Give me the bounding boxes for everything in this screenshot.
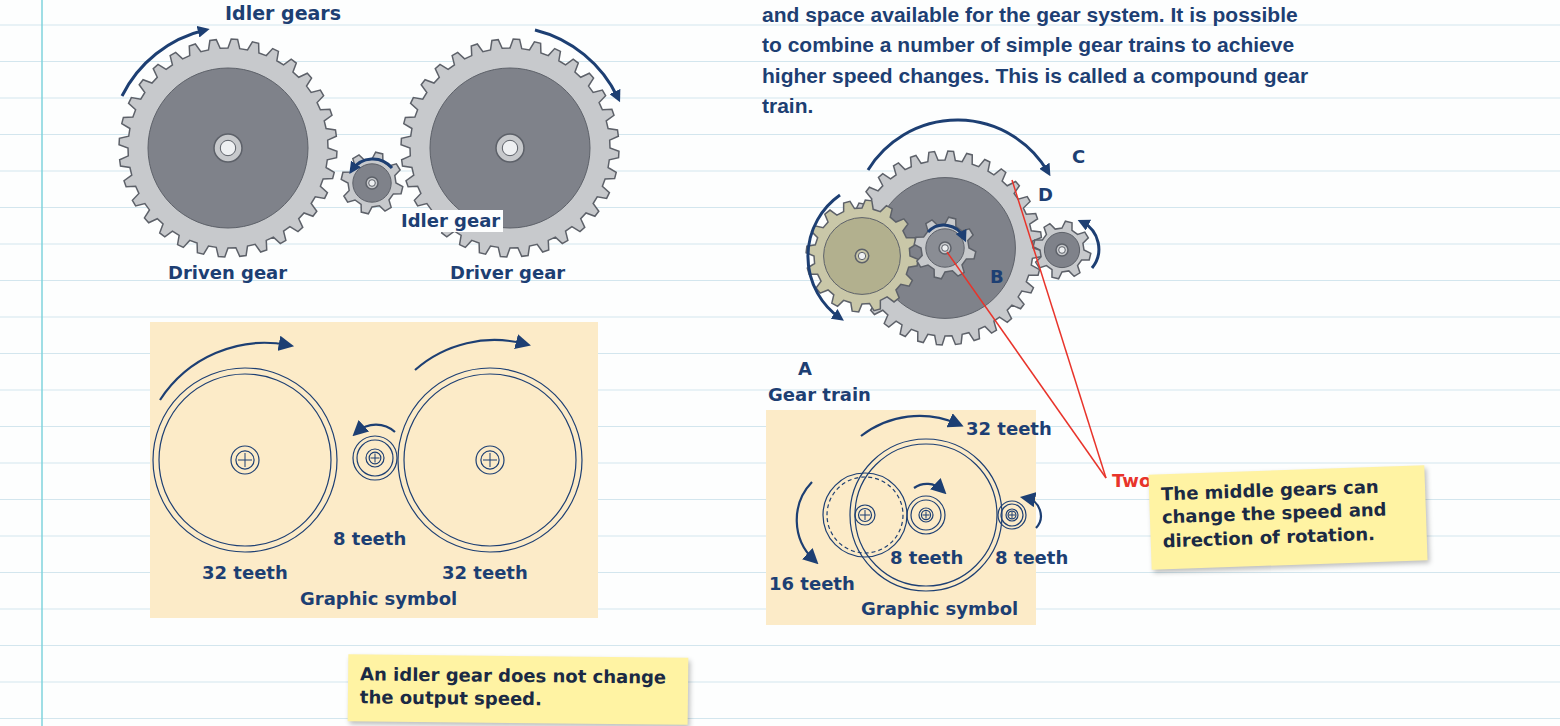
gear	[119, 39, 337, 257]
lined-paper	[0, 25, 1560, 719]
gear	[341, 152, 403, 214]
part-name: Driven gear	[168, 262, 287, 284]
sticky-note: An idler gear does not change the output…	[348, 654, 689, 725]
part-name: Idler gear	[398, 210, 503, 232]
teeth-label: 8 teeth	[890, 547, 963, 569]
callout-letter: B	[990, 266, 1004, 288]
sticky-note: The middle gears can change the speed an…	[1148, 465, 1427, 570]
gear	[1033, 221, 1091, 279]
teeth-label: 32 teeth	[202, 562, 288, 584]
callout-letter: D	[1038, 184, 1053, 206]
heading: Idler gears	[225, 2, 341, 25]
caption-label: Gear train	[768, 384, 871, 406]
teeth-label: 8 teeth	[333, 528, 406, 550]
teeth-label: 32 teeth	[442, 562, 528, 584]
gear	[914, 217, 976, 279]
callout-letter: C	[1072, 146, 1085, 168]
gear	[806, 200, 918, 312]
leader-lines	[947, 180, 1106, 478]
note-text: An idler gear does not change the output…	[360, 662, 676, 712]
part-name: Driver gear	[450, 262, 565, 284]
teeth-label: 32 teeth	[966, 418, 1052, 440]
panel-caption: Graphic symbol	[300, 588, 457, 610]
callout-letter: A	[798, 358, 812, 380]
panel-caption: Graphic symbol	[861, 598, 1018, 620]
symbol-panel: 8 teeth 32 teeth 32 teethGraphic symbol	[150, 322, 598, 618]
symbol-panel: 32 teeth8 teeth8 teeth16 teethGraphic sy…	[766, 410, 1036, 625]
margin-line	[41, 0, 43, 726]
teeth-label: 8 teeth	[995, 547, 1068, 569]
note-text: The middle gears can change the speed an…	[1161, 474, 1415, 553]
body-text: and space available for the gear system.…	[762, 0, 1310, 122]
teeth-label: 16 teeth	[769, 573, 855, 595]
